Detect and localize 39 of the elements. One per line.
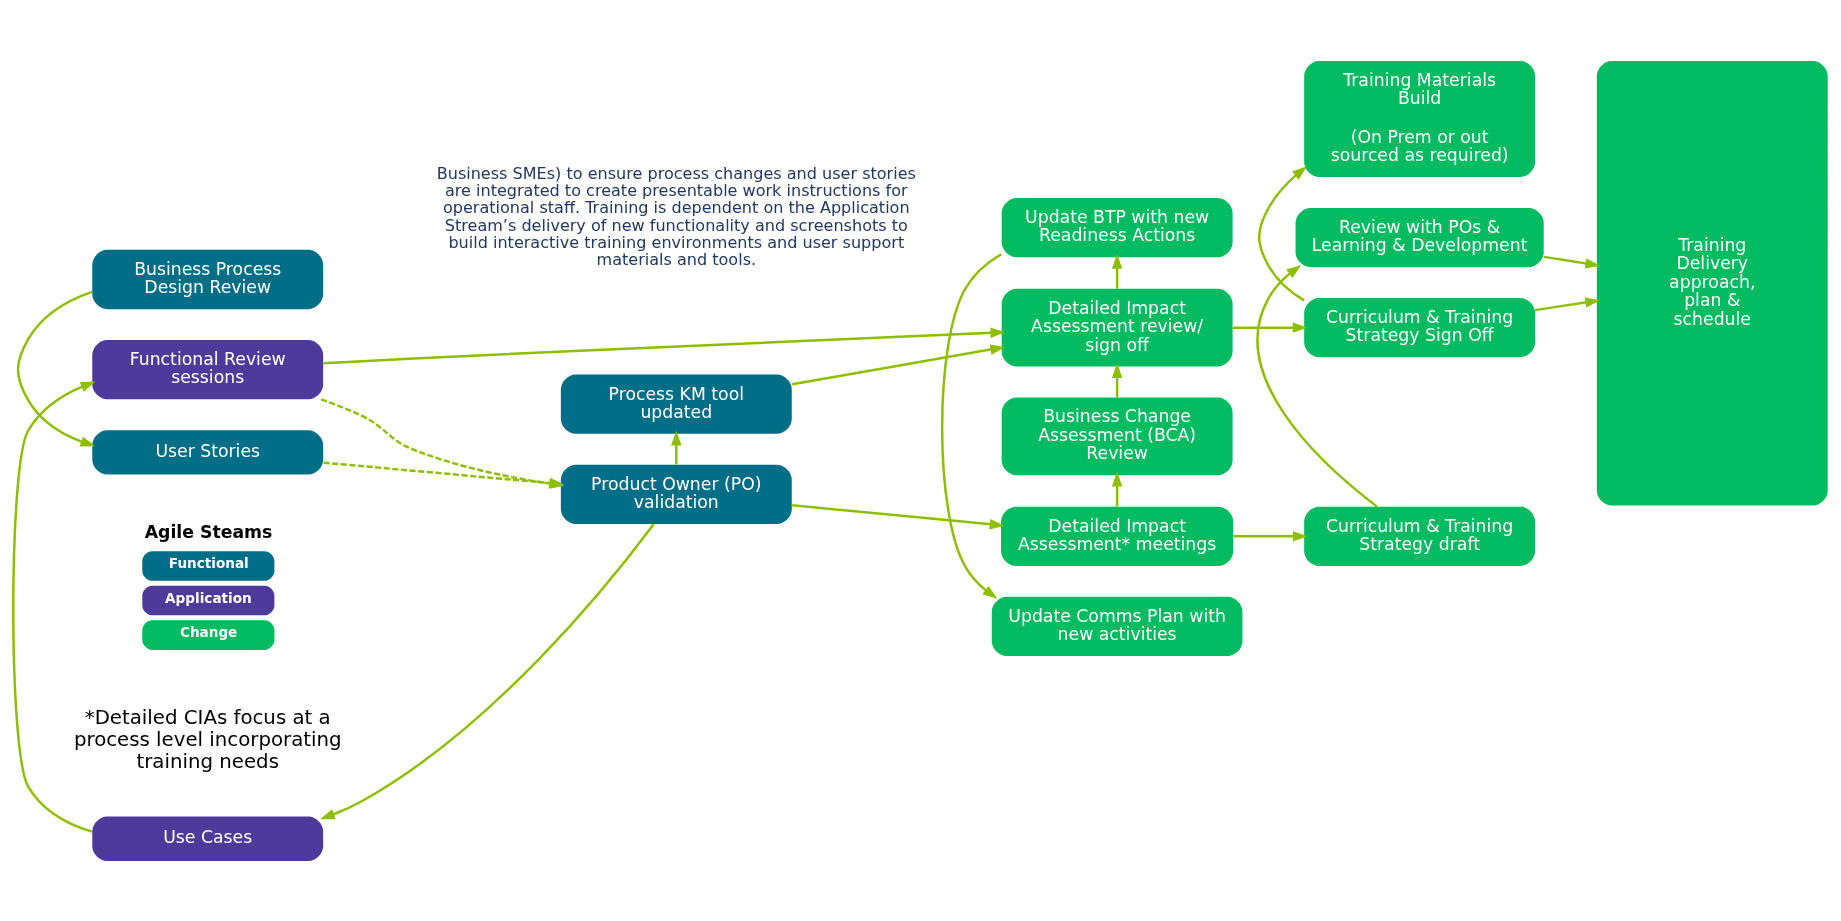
node-box: Use Cases: [92, 816, 324, 861]
node-box: Training Materials Build (On Prem or out sourced as required): [1304, 60, 1536, 177]
arrow: [1111, 253, 1123, 289]
arrow: [319, 522, 655, 819]
node-box: Process KM tool updated: [560, 374, 792, 434]
node-box: Functional Review sessions: [92, 339, 324, 399]
node-box: Curriculum & Training Strategy Sign Off: [1304, 297, 1536, 357]
arrow: [940, 252, 1002, 599]
legend-label: Change: [179, 623, 238, 640]
node-box: Training Delivery approach, plan & schedule: [1596, 60, 1828, 505]
arrow: [1111, 471, 1123, 507]
node-box: Detailed Impact Assessment* meetings: [1001, 506, 1234, 566]
node-box: User Stories: [92, 429, 324, 475]
arrow: [791, 343, 1006, 385]
arrow: [1543, 255, 1601, 269]
arrow: [1111, 362, 1123, 397]
arrow: [1534, 296, 1601, 311]
arrow: [323, 327, 1006, 364]
node-box: Review with POs & Learning & Development: [1295, 207, 1544, 267]
legend-label: Application: [165, 589, 252, 606]
arrow: [1257, 165, 1307, 301]
node-box: Business Process Design Review: [92, 249, 324, 309]
arrow: [792, 503, 1005, 529]
arrow: [1232, 321, 1308, 333]
arrow: [16, 290, 96, 447]
arrow: [12, 381, 96, 833]
arrow: [1233, 530, 1308, 542]
label: Agile Steams: [144, 521, 273, 542]
node-box: Business Change Assessment (BCA) Review: [1001, 396, 1233, 475]
node-box: Update BTP with new Readiness Actions: [1001, 197, 1233, 257]
legend-label: Functional: [168, 554, 249, 571]
arrow: [671, 430, 682, 464]
node-box: Product Owner (PO) validation: [560, 464, 792, 524]
label: Business SMEs) to ensure process changes and user stories are integrated to create presentable work instructions for operational staff. Training is dependent on the Application Stream’s delivery of new functionality and screenshots to build interactive training environments and user support materials and tools.: [436, 163, 916, 269]
label: *Detailed CIAs focus at a process level incorporating training needs: [73, 705, 342, 773]
node-box: Detailed Impact Assessment review/ sign off: [1001, 288, 1233, 367]
node-box: Update Comms Plan with new activities: [991, 596, 1243, 656]
arrow: [1256, 264, 1378, 508]
node-box: Curriculum & Training Strategy draft: [1304, 506, 1536, 566]
